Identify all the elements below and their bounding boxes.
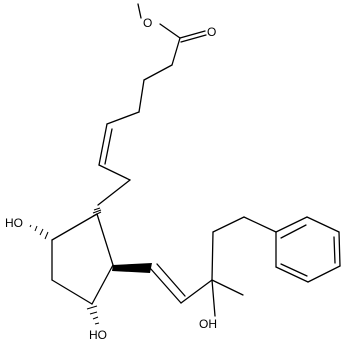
bond-quaternary-methyl [211, 279, 244, 296]
ring-bond-1 [96, 213, 114, 266]
upper-alkyl-chain [97, 64, 173, 206]
bond-carbonyl-double-1 [179, 30, 206, 39]
label-ring-left-hydroxyl: HO [5, 216, 23, 230]
cyclopentane-ring [51, 213, 114, 305]
phenyl-bond-3 [338, 231, 341, 267]
bold-wedge-bond [112, 263, 152, 273]
bond-c4-c5 [106, 111, 140, 125]
phenyl-inner-2 [333, 236, 336, 264]
phenyl-inner-1 [280, 224, 307, 239]
bond-quaternary-oh [211, 279, 216, 317]
bond-c2-c3 [143, 64, 173, 81]
bond-methyl-o [137, 3, 142, 19]
bond-trans-double-1 [149, 267, 182, 304]
phenyl-bond-4 [307, 265, 341, 283]
bond-o-carbonyl [159, 23, 181, 39]
hashed-bond-ring-chain [92, 207, 102, 217]
bond-c7-ring [97, 179, 131, 206]
phenyl-bond-2 [306, 216, 340, 233]
bond-alkene-quaternary [180, 279, 213, 304]
methyl-ester-group [137, 3, 207, 66]
ring-bond-2 [91, 264, 114, 305]
ring-bond-3 [51, 279, 93, 305]
phenyl-inner-3 [280, 263, 308, 277]
hashed-bond-bottom-oh [86, 305, 100, 325]
phenyl-ring [275, 216, 341, 283]
bond-carbonyl-double-2 [180, 34, 207, 43]
phenyl-bond-1 [275, 216, 308, 233]
label-ring-bottom-hydroxyl: HO [89, 328, 107, 342]
bond-carbonyl-c2 [171, 37, 181, 66]
hashed-bond-left-oh [29, 224, 49, 240]
lower-side-chain [149, 216, 277, 317]
phenyl-bond-5 [275, 266, 309, 283]
hashed-wedge-bonds [29, 207, 102, 325]
label-carbonyl-oxygen: O [207, 25, 216, 39]
bond-cis-double-1 [98, 123, 108, 166]
bond-trans-double-2 [156, 263, 186, 297]
ring-bond-5 [51, 213, 98, 241]
bond-c3-c4 [138, 79, 145, 113]
bond-c6-c7 [98, 164, 131, 181]
label-side-chain-hydroxyl: OH [199, 317, 217, 331]
label-ester-oxygen: O [143, 16, 152, 30]
bond-ch2-phenyl [243, 216, 277, 233]
bond-ch2-ch2 [212, 216, 245, 233]
bond-cis-double-2 [104, 128, 113, 165]
bond-quaternary-ch2 [211, 231, 214, 281]
